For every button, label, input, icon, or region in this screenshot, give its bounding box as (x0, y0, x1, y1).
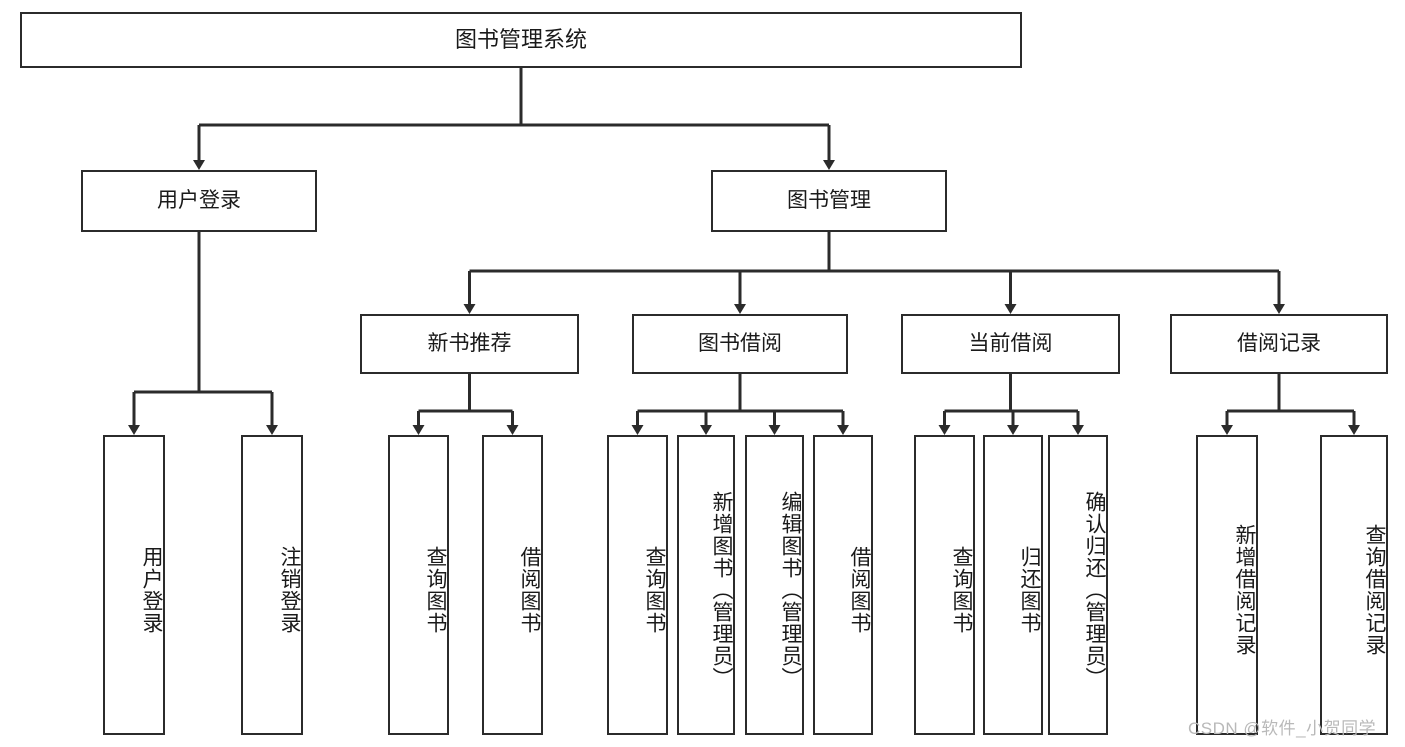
node-leaf-2: 查询图书 (388, 435, 449, 735)
node-label: 新书推荐 (427, 332, 512, 356)
node-label: 用户登录 (157, 189, 241, 213)
node-label: 借阅图书 (518, 546, 541, 634)
node-label: 查询图书 (424, 546, 447, 634)
node-leaf-11: 新增借阅记录 (1196, 435, 1258, 735)
csdn-watermark: CSDN @软件_小贺同学 (1188, 719, 1377, 738)
node-label: 借阅记录 (1237, 332, 1321, 356)
node-leaf-5: 新增图书（管理员） (677, 435, 735, 735)
node-level3-0: 新书推荐 (360, 314, 579, 374)
node-label: 查询借阅记录 (1363, 524, 1386, 656)
node-level2-1: 图书管理 (711, 170, 947, 232)
node-leaf-7: 借阅图书 (813, 435, 873, 735)
node-level2-0: 用户登录 (81, 170, 317, 232)
node-leaf-0: 用户登录 (103, 435, 165, 735)
node-label: 借阅图书 (848, 546, 871, 634)
node-leaf-6: 编辑图书（管理员） (745, 435, 804, 735)
node-label: 图书管理系统 (454, 26, 587, 52)
node-leaf-3: 借阅图书 (482, 435, 543, 735)
node-root-system: 图书管理系统 (20, 12, 1022, 68)
node-label: 查询图书 (643, 546, 666, 634)
node-label: 新增图书（管理员） (710, 491, 733, 689)
node-level3-2: 当前借阅 (901, 314, 1120, 374)
node-leaf-9: 归还图书 (983, 435, 1043, 735)
node-leaf-8: 查询图书 (914, 435, 975, 735)
node-label: 注销登录 (278, 546, 301, 634)
node-label: 确认归还（管理员） (1083, 491, 1106, 689)
node-level3-3: 借阅记录 (1170, 314, 1388, 374)
node-leaf-12: 查询借阅记录 (1320, 435, 1388, 735)
node-label: 归还图书 (1018, 546, 1041, 634)
node-label: 当前借阅 (968, 332, 1053, 356)
node-leaf-1: 注销登录 (241, 435, 303, 735)
node-label: 编辑图书（管理员） (779, 491, 802, 689)
node-label: 图书管理 (787, 189, 871, 213)
node-level3-1: 图书借阅 (632, 314, 848, 374)
node-label: 用户登录 (140, 546, 163, 634)
node-label: 图书借阅 (698, 332, 782, 356)
node-leaf-4: 查询图书 (607, 435, 668, 735)
node-leaf-10: 确认归还（管理员） (1048, 435, 1108, 735)
node-label: 查询图书 (950, 546, 973, 634)
node-label: 新增借阅记录 (1233, 524, 1256, 656)
